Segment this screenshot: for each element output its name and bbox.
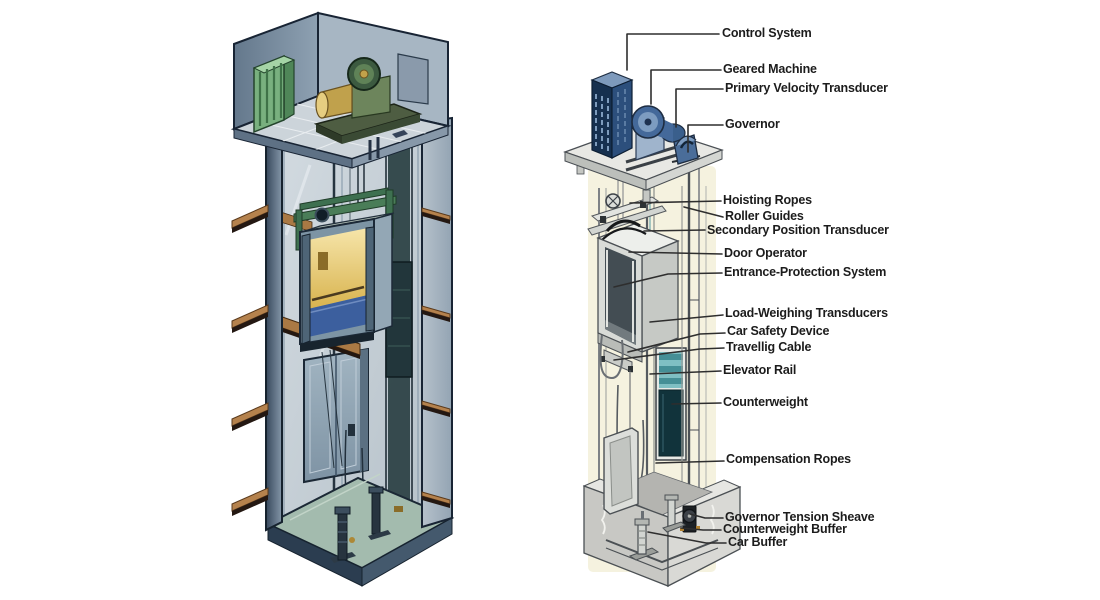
machine-room (230, 11, 452, 169)
machine-room-door (397, 53, 429, 105)
leader-line-travellig-cable (613, 347, 725, 361)
car-panel (318, 252, 328, 270)
leader-line-geared-machine (650, 69, 722, 105)
leader-line-governor (687, 124, 724, 153)
counterweight-buffer (662, 494, 687, 533)
leader-line-primary-velocity-transducer (675, 88, 724, 128)
door-handle (348, 424, 355, 436)
leader-line-elevator-rail (649, 370, 722, 375)
car-interior (307, 228, 369, 337)
leader-line-roller-guides (683, 206, 724, 218)
leader-line-compensation-ropes (655, 460, 725, 464)
compensation-rope (321, 351, 335, 469)
travelling-cable (599, 334, 624, 380)
leader-line-control-system (626, 33, 720, 71)
governor-schematic (671, 134, 701, 165)
elevator-car-cutaway (293, 187, 397, 352)
shaft-pit (265, 473, 455, 587)
floor-slabs-right (421, 207, 451, 508)
compensation-rope (329, 349, 343, 467)
counterweight-schematic (655, 347, 687, 461)
landing-door (303, 347, 369, 484)
pit-schematic (582, 427, 742, 588)
car-buffer (628, 511, 660, 561)
car-door-opening (605, 247, 636, 345)
leader-line-door-operator (628, 251, 723, 255)
leader-line-governor-tension-sheave (689, 513, 724, 519)
control-cabinet-left (252, 54, 296, 134)
control-cabinet-schematic (590, 71, 634, 159)
leader-line-car-buffer (647, 531, 727, 544)
leader-line-load-weighing-transducers (649, 314, 724, 323)
car-handrail (311, 285, 365, 302)
shaft-right-wall (421, 116, 453, 529)
leader-line-car-safety-device (627, 332, 726, 353)
leader-line-hoisting-ropes (629, 200, 722, 204)
door-operator (605, 219, 641, 233)
leader-line-entrance-protection-system (613, 272, 723, 288)
geared-machine-schematic (625, 105, 695, 172)
floor-slabs-left (231, 204, 269, 516)
traction-machine-left (313, 57, 423, 160)
pit-divider-panel (603, 427, 639, 515)
leader-line-counterweight (671, 402, 722, 405)
shaft-cutaway-illustration (230, 11, 455, 587)
car-top-pulley (314, 207, 330, 223)
car-floor (308, 295, 368, 337)
leader-line-counterweight-buffer (680, 527, 722, 531)
car-schematic (596, 219, 680, 373)
leader-lines (613, 33, 727, 544)
shaft-front-column (265, 125, 283, 532)
labeled-elevator-schematic (563, 71, 742, 588)
pit-buffers (330, 486, 403, 563)
leader-line-secondary-position-transducer (643, 229, 706, 232)
